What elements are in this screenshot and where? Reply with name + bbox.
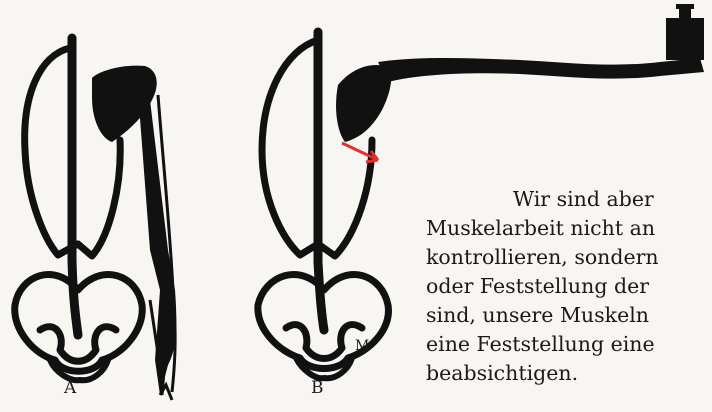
text-line: beabsichtigen. [426, 359, 712, 388]
weight-block [666, 18, 704, 60]
figure-label-b: B [311, 378, 324, 398]
artist-signature: M [355, 338, 369, 354]
text-line: eine Feststellung eine [426, 330, 712, 359]
text-line: oder Feststellung der [426, 272, 712, 301]
body-text: Wir sind aber Muskelarbeit nicht an kont… [426, 185, 712, 388]
figure-label-a: A [64, 378, 76, 398]
text-line: Wir sind aber [426, 185, 712, 214]
text-line: kontrollieren, sondern [426, 243, 712, 272]
text-line: sind, unsere Muskeln [426, 301, 712, 330]
text-line: Muskelarbeit nicht an [426, 214, 712, 243]
figure-b-scapula [336, 65, 391, 142]
